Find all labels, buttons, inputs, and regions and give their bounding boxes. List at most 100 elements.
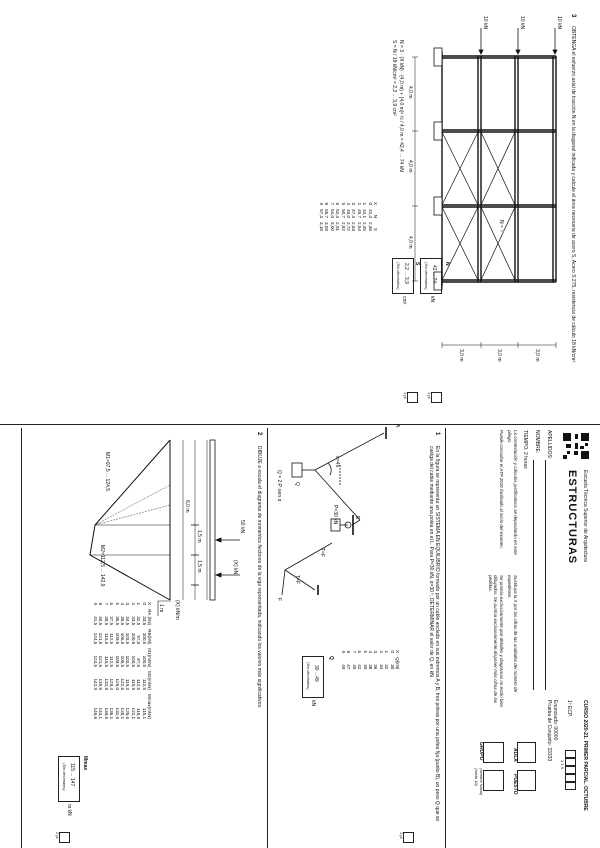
table-cell: 47 [346,664,352,670]
table-cell: 119,3 [125,678,131,690]
table-cell: 36,5 [114,616,120,626]
points-box[interactable] [59,832,70,843]
table-cell: 7 [329,202,335,206]
tension-label: T=F [319,548,325,558]
table-cell: 3 [373,650,379,654]
table-cell: 32 [384,664,390,670]
point-a-label: A [394,424,400,428]
scale-bar [157,600,171,616]
answer-n-field[interactable]: 42 ... 74 (Sin decimales) [420,258,442,294]
table-cell: 132,6 [114,707,120,720]
table-cell: 142,9 [92,678,98,691]
aula-field[interactable] [517,742,536,763]
table-cell: 106,5 [119,655,125,668]
note-x: Sustituya la X por las cifras de las uni… [507,575,519,693]
tiempo-label: TIEMPO: 2 horas [522,430,528,469]
exam-code: 1º ECP. [566,700,572,718]
answer-q-field[interactable]: 30 ...49 (Sin decimales) [302,656,324,698]
apellidos-field[interactable] [545,460,546,690]
table-cell: 2,72 [345,222,351,231]
table-cell: 9 [92,602,98,606]
table-cell: 5 [340,202,346,206]
grupo-field[interactable] [483,742,504,763]
points-box[interactable] [431,392,442,403]
grupo-extra-field[interactable] [483,770,504,791]
table-cell: 5 [114,602,120,606]
load-arrows [478,28,558,55]
table-cell: 2 [130,602,136,606]
nombre-label: NOMBRE: [534,430,540,454]
points-box[interactable] [403,832,414,843]
table-cell: 112,5 [141,678,147,690]
points-box[interactable] [407,392,418,403]
table-cell: 1 [362,202,368,206]
table-cell: 121,5 [98,655,104,668]
note-scoring: Se puntúa exclusivamente que detalles y … [488,575,504,708]
load-label: 10 kN [556,16,562,30]
span-label: 4,0 m [407,160,413,173]
table-cell: 30 [389,664,395,670]
table-cell: 3,09 [324,222,330,231]
table-cell: 129,4 [109,678,115,691]
diagonal-label: N = ? [498,220,504,233]
answer-s-unit: cm² [401,296,407,305]
table-cell: 2 [378,650,384,654]
table-cell: 49,0 [345,209,351,219]
table-cell: 112,5 [109,633,115,645]
points-label: 1 pt [427,392,432,399]
table-cell: 38 [367,664,373,670]
nombre-field[interactable] [533,460,534,690]
table-cell: 6 [335,202,341,206]
table-cell: 7 [103,602,109,606]
course-title: CURSO 2020-21. PRIMER PARCIAL. OCTUBRE [582,700,588,811]
table-cell: 115,1 [141,707,147,720]
problem2-number: 2 [256,432,262,436]
table-cell: 109,5 [114,632,120,645]
answer-mmax-unit: m kN [66,804,72,816]
table-cell: 2 [356,202,362,206]
table-cell: 132,8 [103,678,109,691]
answer-mmax-field[interactable]: 115 ... 147 (Sin decimales) [58,756,80,802]
table-cell: 4 [367,650,373,654]
note-atp: Puede consultar el ATP 2020 facilitado a… [499,430,504,549]
answer-n-unit: kN [429,296,435,303]
grupo-note: (nombre hasta) (hasta 10) [474,768,484,796]
table-cell: 35,5 [119,616,125,626]
puesto-field[interactable] [517,770,536,791]
dim-label: 1,5 m [196,530,202,543]
table-cell: 2,54 [356,222,362,231]
frame-diagram [412,28,558,348]
table-cell: 126,0 [114,678,120,691]
table-cell: 40 [362,664,368,670]
dim-label: 1,5 m [196,560,202,573]
table-cell: 33,5 [130,616,136,626]
table-cell: 34,5 [125,616,131,626]
table-cell: 136,1 [109,707,115,720]
bracing [441,131,516,281]
beam-diagram [89,439,240,601]
id-digit-boxes[interactable] [565,750,576,790]
table-cell: 33,5 [141,616,147,626]
footings [433,47,443,291]
table-cell: 4 [345,202,351,206]
answer-s-field[interactable]: 2,2 ... 3,9 (Sin decimales) [392,258,414,294]
table-cell: 3 [125,602,131,606]
point-load-label: (X) kN [232,560,238,575]
cable-system-diagram [281,427,387,596]
table-cell: 8 [324,202,330,206]
height-label: 3,0 m [534,349,540,362]
table-cell: 1 [384,650,390,654]
q-weight-label: Q [294,482,300,486]
table-cell: 49 [340,664,346,670]
